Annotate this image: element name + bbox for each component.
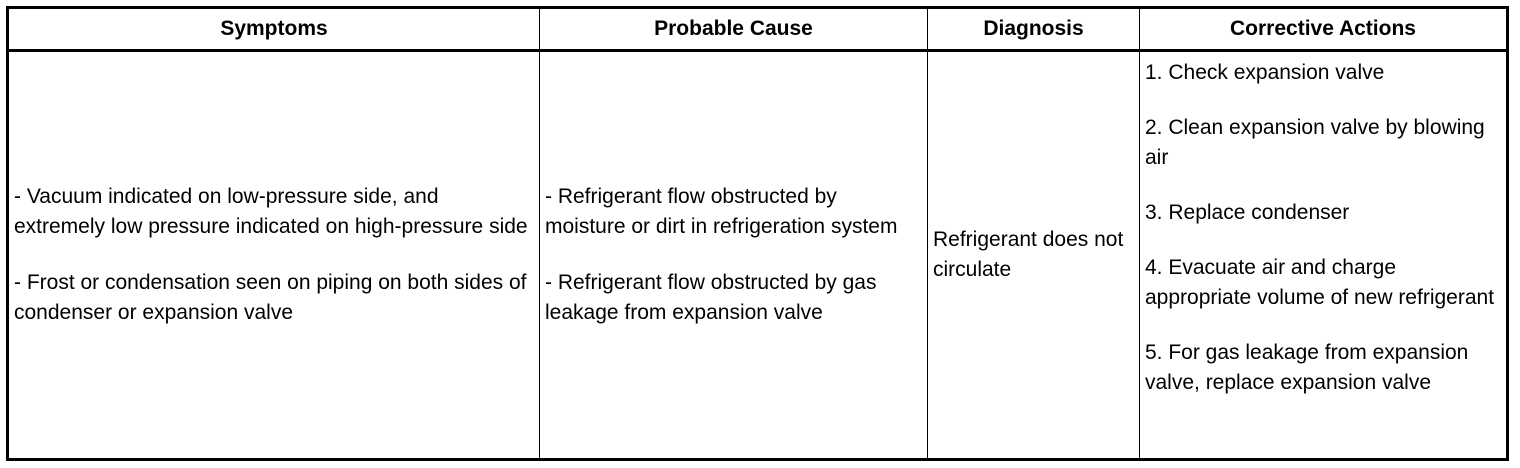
probable-cause-cell: - Refrigerant flow obstructed by moistur…	[539, 50, 928, 460]
symptom-item: - Vacuum indicated on low-pressure side,…	[14, 185, 528, 238]
header-diagnosis: Diagnosis	[927, 7, 1140, 52]
table-header: Symptoms Probable Cause Diagnosis Correc…	[7, 7, 1508, 52]
troubleshooting-table: Symptoms Probable Cause Diagnosis Correc…	[6, 6, 1509, 461]
symptom-item: - Frost or condensation seen on piping o…	[14, 271, 527, 324]
corrective-actions-list: 1. Check expansion valve 2. Clean expans…	[1145, 58, 1502, 398]
cause-item: - Refrigerant flow obstructed by gas lea…	[545, 271, 877, 324]
action-step: 2. Clean expansion valve by blowing air	[1145, 116, 1485, 169]
diagnosis-text: Refrigerant does not circulate	[933, 228, 1124, 281]
action-step: 4. Evacuate air and charge appropriate v…	[1145, 256, 1495, 309]
header-row: Symptoms Probable Cause Diagnosis Correc…	[7, 7, 1508, 52]
diagnosis-cell: Refrigerant does not circulate	[927, 50, 1140, 460]
table-body: - Vacuum indicated on low-pressure side,…	[7, 50, 1508, 460]
action-step: 3. Replace condenser	[1145, 201, 1350, 224]
table-row: - Vacuum indicated on low-pressure side,…	[7, 50, 1508, 460]
action-step: 5. For gas leakage from expansion valve,…	[1145, 341, 1469, 394]
corrective-actions-cell: 1. Check expansion valve 2. Clean expans…	[1139, 50, 1508, 460]
cause-item: - Refrigerant flow obstructed by moistur…	[545, 185, 898, 238]
symptoms-cell: - Vacuum indicated on low-pressure side,…	[7, 50, 540, 460]
header-probable-cause: Probable Cause	[539, 7, 928, 52]
header-corrective-actions: Corrective Actions	[1139, 7, 1508, 52]
header-symptoms: Symptoms	[7, 7, 540, 52]
action-step: 1. Check expansion valve	[1145, 61, 1385, 84]
